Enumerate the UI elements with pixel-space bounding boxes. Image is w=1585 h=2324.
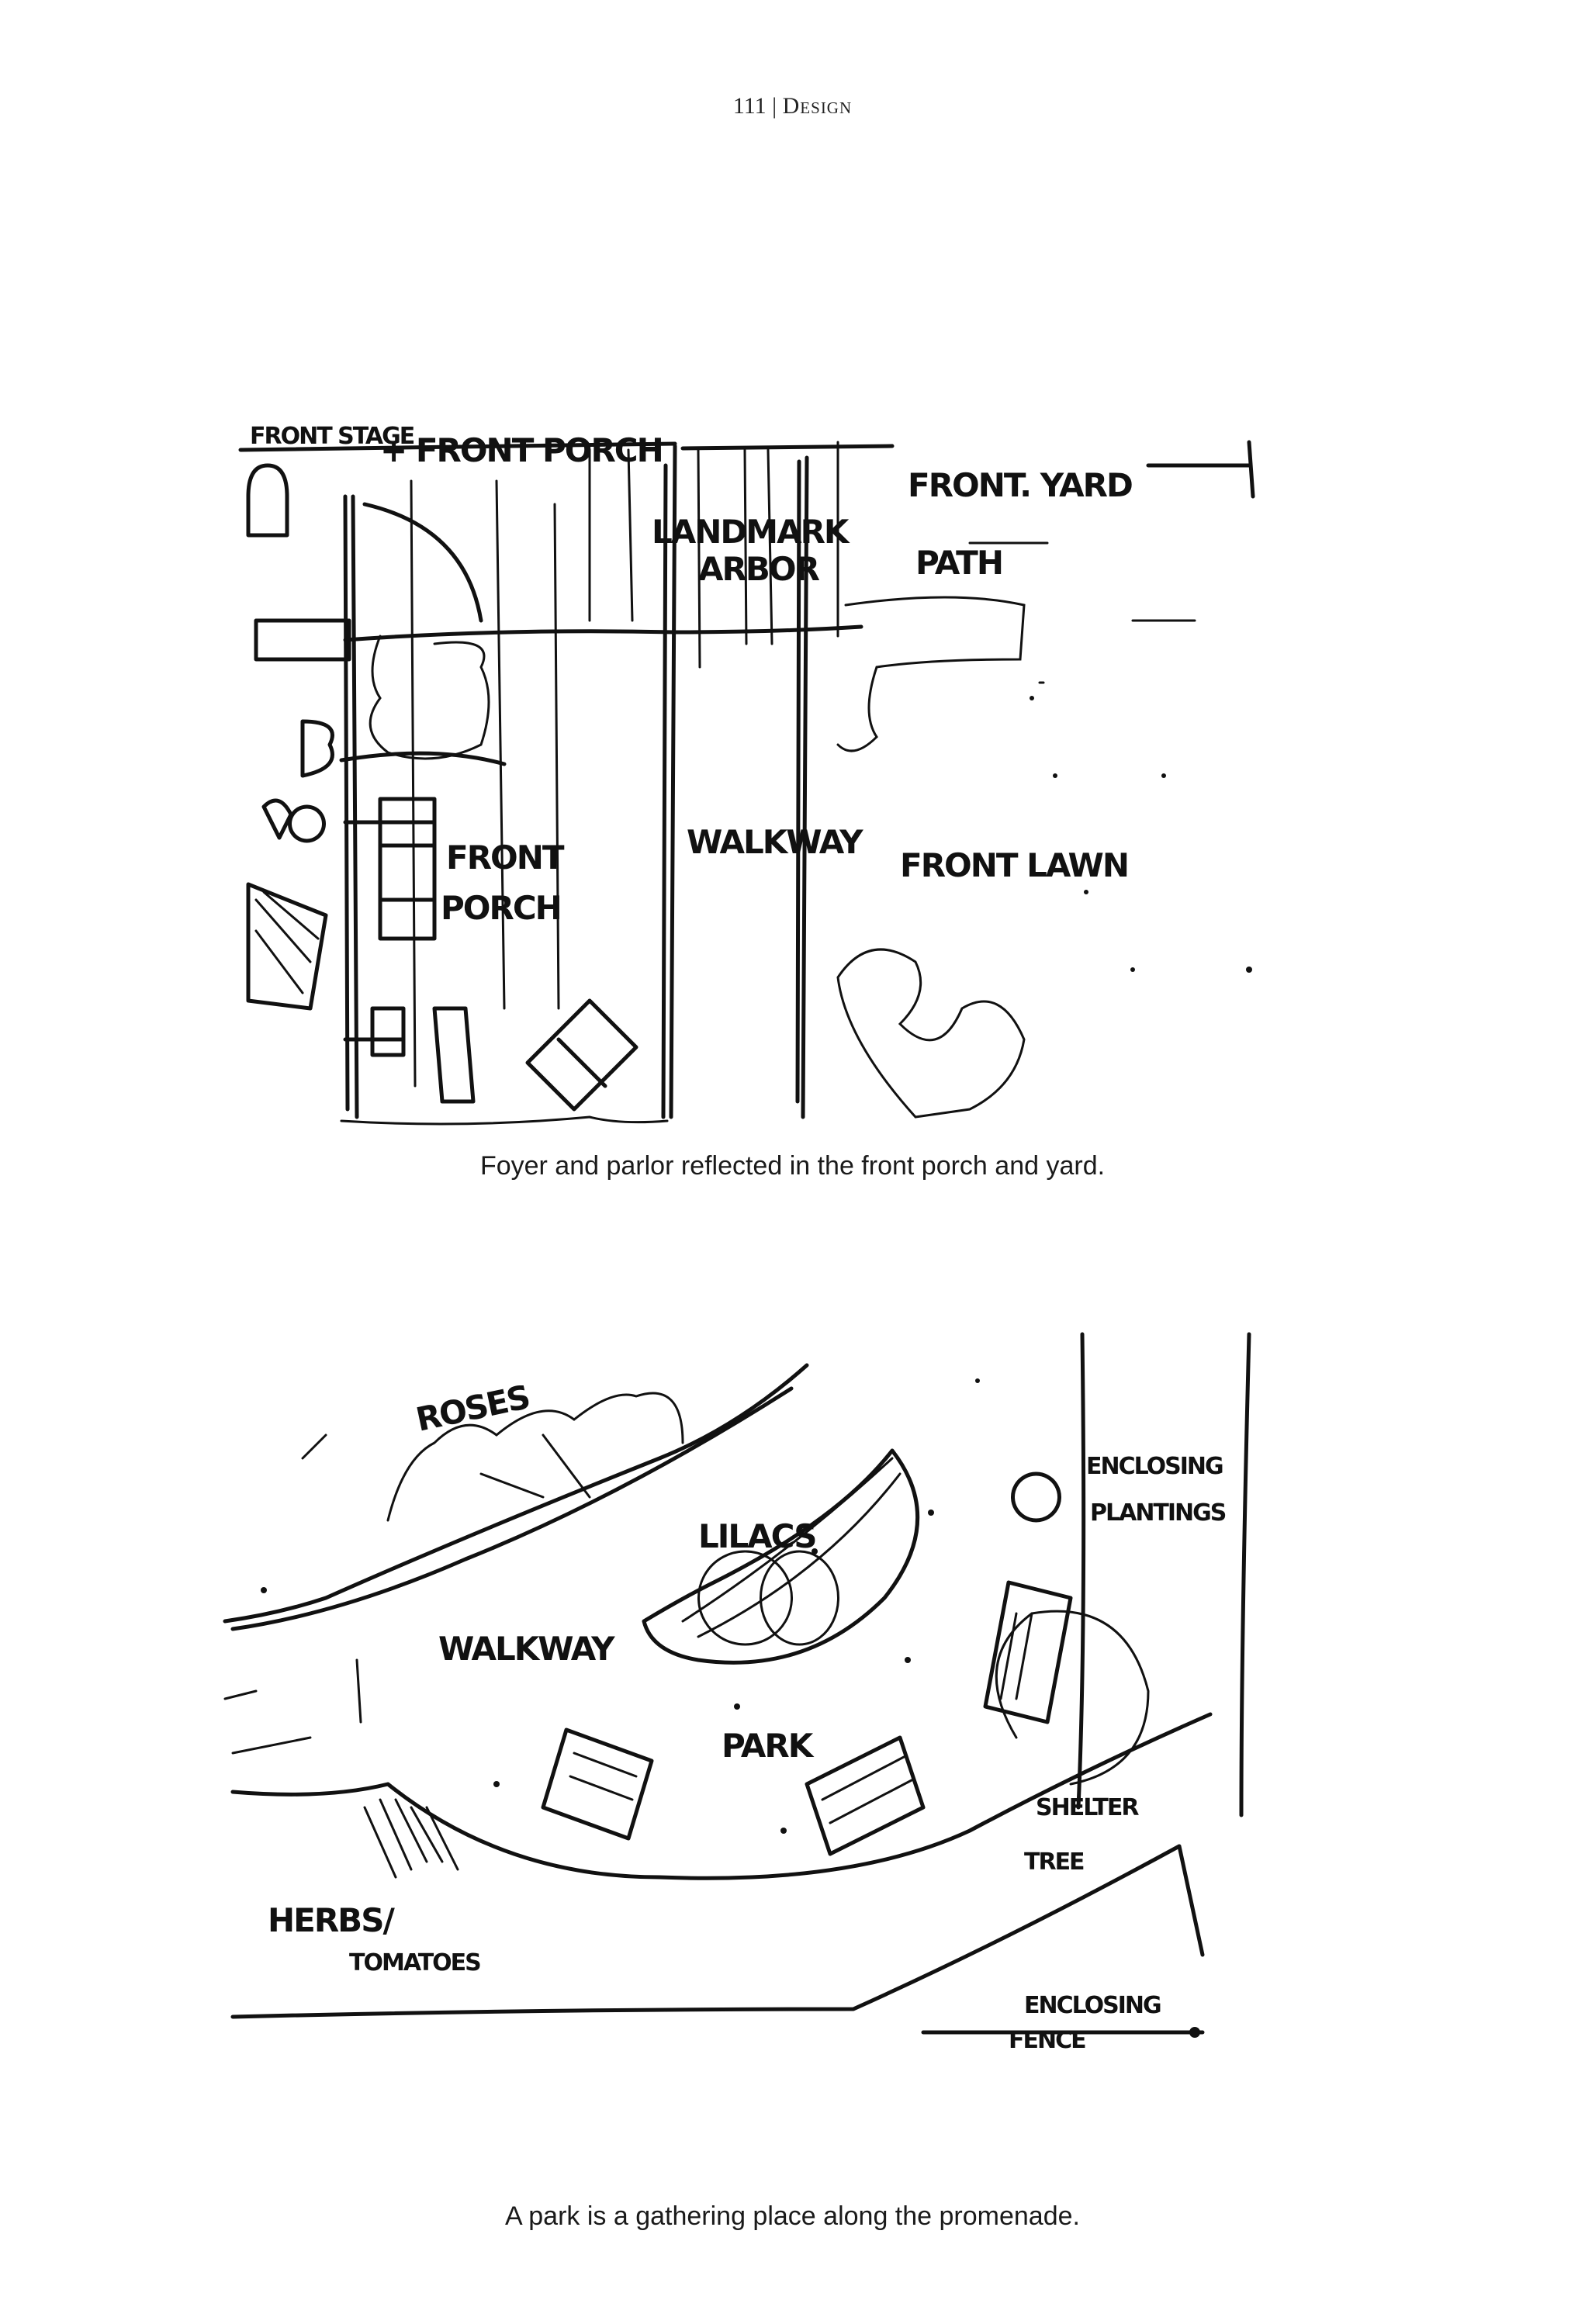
label-porch: PORCH bbox=[441, 889, 561, 927]
label-enclosing-fence-1: ENCLOSING bbox=[1024, 1992, 1161, 2019]
park-promenade-sketch: ROSES LILACS WALKWAY PARK ENCLOSING PLAN… bbox=[223, 1332, 1251, 2054]
label-enclosing-plantings-1: ENCLOSING bbox=[1086, 1453, 1223, 1480]
label-walkway-2: WALKWAY bbox=[438, 1630, 615, 1668]
header-separator: | bbox=[772, 93, 777, 119]
front-porch-yard-sketch: FRONT STAGE + FRONT PORCH FRONT. YARD LA… bbox=[238, 423, 1255, 1126]
label-park: PARK bbox=[722, 1727, 815, 1765]
label-front-yard: FRONT. YARD bbox=[908, 466, 1132, 504]
label-walkway: WALKWAY bbox=[687, 823, 863, 861]
running-header: 111 | Design bbox=[0, 93, 1585, 119]
label-front-lawn: FRONT LAWN bbox=[900, 846, 1128, 884]
sketch-linework bbox=[238, 440, 1255, 1126]
figure-caption-1: Foyer and parlor reflected in the front … bbox=[479, 1151, 1106, 1181]
label-path: PATH bbox=[915, 544, 1002, 582]
label-shelter: SHELTER bbox=[1036, 1794, 1139, 1821]
label-tree: TREE bbox=[1024, 1848, 1084, 1876]
label-front-stage: FRONT STAGE bbox=[250, 423, 414, 450]
label-landmark: LANDMARK bbox=[652, 513, 850, 551]
figure-caption-2: A park is a gathering place along the pr… bbox=[505, 2201, 1080, 2231]
section-title: Design bbox=[782, 93, 853, 119]
page-number: 111 bbox=[732, 93, 767, 119]
label-lilacs: LILACS bbox=[698, 1517, 816, 1555]
sketch-linework bbox=[223, 1332, 1251, 2038]
label-arbor: ARBOR bbox=[698, 550, 820, 588]
label-enclosing-plantings-2: PLANTINGS bbox=[1090, 1499, 1226, 1527]
label-front-porch-top: + FRONT PORCH bbox=[380, 431, 663, 469]
label-front: FRONT bbox=[446, 839, 565, 877]
label-roses: ROSES bbox=[413, 1378, 532, 1439]
label-herbs: HERBS/ bbox=[268, 1901, 395, 1939]
label-enclosing-fence-2: FENCE bbox=[1009, 2027, 1085, 2054]
label-tomatoes: TOMATOES bbox=[349, 1949, 480, 1976]
